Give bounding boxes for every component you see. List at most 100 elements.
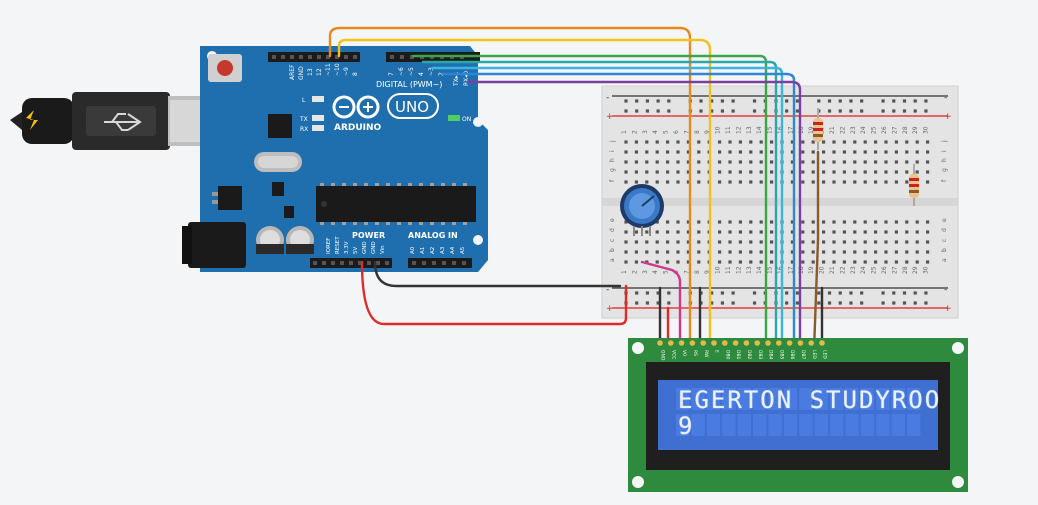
breadboard-hole[interactable]	[624, 180, 628, 184]
breadboard-hole[interactable]	[728, 220, 732, 224]
breadboard-hole[interactable]	[785, 291, 789, 295]
breadboard-hole[interactable]	[697, 150, 701, 154]
breadboard-hole[interactable]	[838, 301, 842, 305]
breadboard-hole[interactable]	[863, 240, 867, 244]
breadboard-hole[interactable]	[728, 160, 732, 164]
breadboard-hole[interactable]	[645, 291, 650, 295]
breadboard-hole[interactable]	[728, 170, 732, 174]
breadboard-hole[interactable]	[827, 291, 832, 295]
breadboard-hole[interactable]	[822, 150, 826, 154]
breadboard-hole[interactable]	[655, 170, 659, 174]
breadboard-hole[interactable]	[811, 180, 815, 184]
breadboard-hole[interactable]	[666, 250, 670, 254]
breadboard-hole[interactable]	[656, 301, 660, 305]
breadboard-hole[interactable]	[842, 170, 846, 174]
breadboard-hole[interactable]	[894, 150, 898, 154]
breadboard-hole[interactable]	[785, 109, 789, 113]
breadboard-hole[interactable]	[655, 230, 659, 234]
breadboard-hole[interactable]	[894, 240, 898, 244]
breadboard-hole[interactable]	[894, 250, 898, 254]
breadboard-hole[interactable]	[884, 250, 888, 254]
breadboard-hole[interactable]	[913, 301, 917, 305]
breadboard-hole[interactable]	[686, 260, 690, 264]
breadboard-hole[interactable]	[759, 250, 763, 254]
breadboard-hole[interactable]	[884, 170, 888, 174]
breadboard-hole[interactable]	[634, 150, 638, 154]
breadboard-hole[interactable]	[720, 109, 725, 113]
breadboard-hole[interactable]	[731, 99, 735, 103]
breadboard-hole[interactable]	[738, 140, 742, 144]
breadboard-hole[interactable]	[676, 250, 680, 254]
breadboard-hole[interactable]	[790, 160, 794, 164]
breadboard-hole[interactable]	[676, 150, 680, 154]
breadboard-hole[interactable]	[926, 160, 930, 164]
breadboard-hole[interactable]	[655, 140, 659, 144]
lcd-pin[interactable]	[786, 340, 793, 346]
breadboard-hole[interactable]	[759, 160, 763, 164]
lcd-pin[interactable]	[743, 340, 750, 346]
breadboard-hole[interactable]	[676, 220, 680, 224]
breadboard-hole[interactable]	[624, 250, 628, 254]
breadboard-hole[interactable]	[731, 301, 735, 305]
breadboard-hole[interactable]	[790, 180, 794, 184]
lcd-pin[interactable]	[689, 340, 696, 346]
breadboard-hole[interactable]	[770, 150, 774, 154]
breadboard-hole[interactable]	[634, 250, 638, 254]
breadboard-hole[interactable]	[863, 140, 867, 144]
breadboard-hole[interactable]	[697, 170, 701, 174]
breadboard-hole[interactable]	[785, 99, 789, 103]
breadboard-hole[interactable]	[894, 220, 898, 224]
breadboard-hole[interactable]	[801, 260, 805, 264]
breadboard-hole[interactable]	[822, 250, 826, 254]
breadboard-hole[interactable]	[817, 301, 821, 305]
breadboard-hole[interactable]	[686, 240, 690, 244]
breadboard-hole[interactable]	[624, 220, 628, 224]
breadboard-hole[interactable]	[728, 140, 732, 144]
breadboard-hole[interactable]	[801, 250, 805, 254]
breadboard-hole[interactable]	[686, 170, 690, 174]
breadboard-hole[interactable]	[822, 170, 826, 174]
breadboard-hole[interactable]	[863, 250, 867, 254]
breadboard-hole[interactable]	[905, 220, 909, 224]
breadboard-hole[interactable]	[822, 260, 826, 264]
breadboard-hole[interactable]	[863, 230, 867, 234]
breadboard-hole[interactable]	[884, 240, 888, 244]
breadboard-hole[interactable]	[749, 160, 753, 164]
breadboard-hole[interactable]	[827, 301, 832, 305]
breadboard-hole[interactable]	[863, 220, 867, 224]
breadboard-hole[interactable]	[749, 240, 753, 244]
breadboard-hole[interactable]	[860, 109, 864, 113]
breadboard-hole[interactable]	[634, 240, 638, 244]
lcd-pin[interactable]	[765, 340, 771, 346]
breadboard-hole[interactable]	[718, 150, 722, 154]
breadboard-hole[interactable]	[853, 220, 857, 224]
breadboard-hole[interactable]	[655, 180, 659, 184]
breadboard-hole[interactable]	[874, 260, 878, 264]
breadboard-hole[interactable]	[645, 99, 650, 103]
breadboard-hole[interactable]	[624, 170, 628, 174]
breadboard-hole[interactable]	[645, 250, 649, 254]
breadboard-hole[interactable]	[676, 260, 680, 264]
breadboard-hole[interactable]	[676, 160, 680, 164]
breadboard-hole[interactable]	[752, 291, 757, 295]
breadboard-hole[interactable]	[795, 99, 799, 103]
breadboard-hole[interactable]	[790, 170, 794, 174]
breadboard-hole[interactable]	[915, 240, 919, 244]
breadboard-hole[interactable]	[842, 250, 846, 254]
breadboard-hole[interactable]	[905, 240, 909, 244]
breadboard-hole[interactable]	[905, 180, 909, 184]
breadboard-hole[interactable]	[770, 240, 774, 244]
breadboard-hole[interactable]	[720, 301, 725, 305]
reset-button[interactable]	[208, 54, 242, 82]
breadboard-hole[interactable]	[749, 230, 753, 234]
breadboard-hole[interactable]	[655, 220, 659, 224]
breadboard-hole[interactable]	[905, 250, 909, 254]
breadboard-hole[interactable]	[738, 260, 742, 264]
wire-orange[interactable]	[328, 26, 692, 352]
breadboard-hole[interactable]	[905, 260, 909, 264]
breadboard-hole[interactable]	[759, 230, 763, 234]
breadboard-hole[interactable]	[718, 160, 722, 164]
breadboard-hole[interactable]	[926, 140, 930, 144]
breadboard-hole[interactable]	[770, 140, 774, 144]
